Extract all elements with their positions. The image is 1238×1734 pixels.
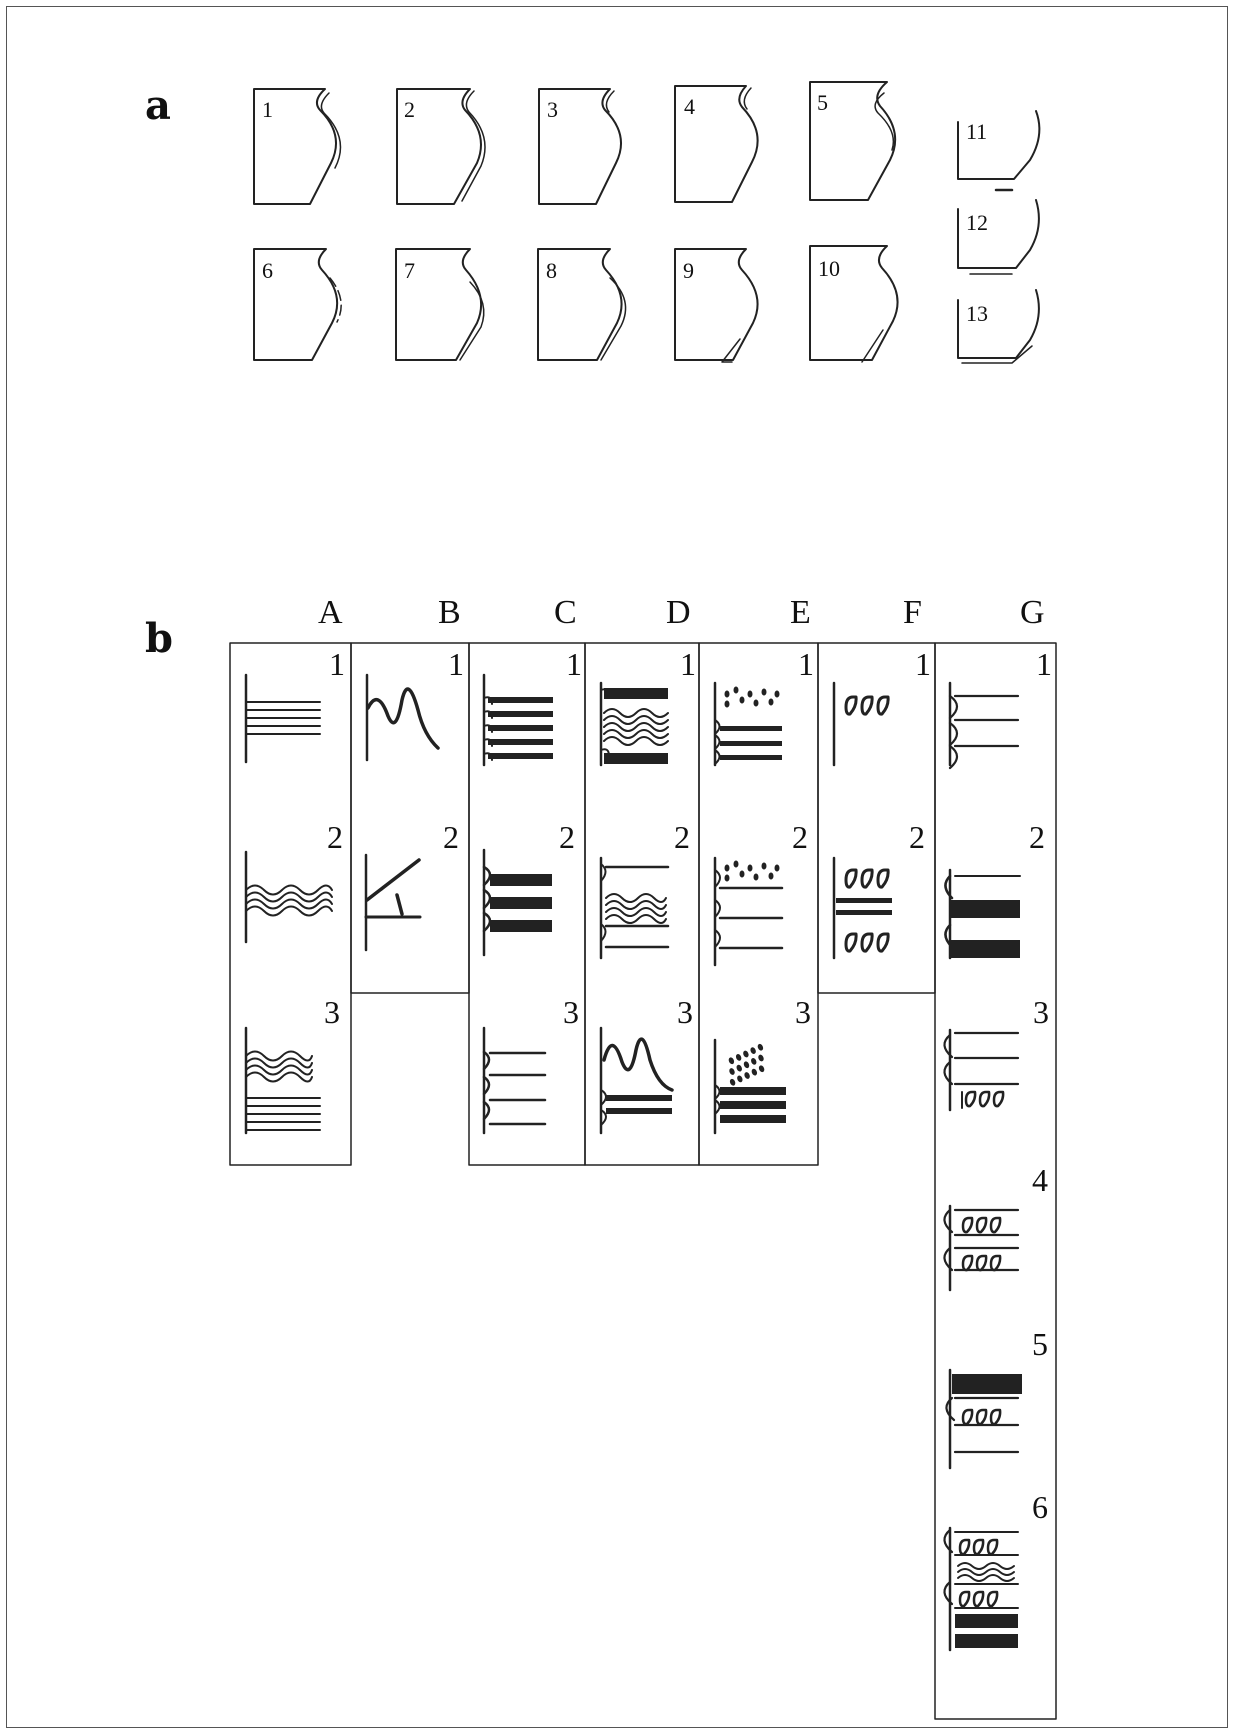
profile-number: 13 [966,301,988,326]
profile-number: 10 [818,256,840,281]
profile-number: 4 [684,94,695,119]
column-label-C: C [554,594,577,631]
column-label-A: A [318,594,343,631]
profile-number: 1 [262,97,273,122]
motif-E3 [713,1038,786,1135]
vessel-profile-6: 6 [253,248,342,361]
profile-number: 8 [546,258,557,283]
cell-number-G2: 2 [1029,819,1045,855]
vessel-profile-7: 7 [395,248,485,361]
motif-B1 [365,673,440,762]
column-label-E: E [790,594,811,631]
cell-number-E1: 1 [798,646,814,682]
cell-number-E3: 3 [795,994,811,1030]
motif-D1 [599,681,669,767]
motif-G2 [944,868,1021,960]
motif-D2 [599,856,670,960]
cell-number-G4: 4 [1032,1162,1048,1198]
cell-number-C3: 3 [563,994,579,1030]
motif-G3 [943,1028,1020,1112]
column-B-box [350,642,470,994]
cell-number-D3: 3 [677,994,693,1030]
vessel-profile-13: 13 [957,289,1040,364]
motif-B2 [364,853,422,952]
motif-A3 [244,1026,321,1135]
profile-number: 5 [817,90,828,115]
cell-number-A3: 3 [324,994,340,1030]
motif-A2 [244,850,333,944]
motif-F2 [832,856,892,960]
profile-number: 3 [547,97,558,122]
vessel-profile-12: 12 [957,199,1040,275]
vessel-profile-9: 9 [674,248,759,363]
cell-number-E2: 2 [792,819,808,855]
profile-number: 11 [966,119,987,144]
vessel-profile-3: 3 [538,88,623,205]
cell-number-B1: 1 [448,646,464,682]
motif-G5 [945,1368,1022,1470]
profile-number: 12 [966,210,988,235]
motif-C3 [482,1026,547,1135]
vessel-profile-11: 11 [957,110,1041,192]
motif-D3 [599,1026,674,1135]
vessel-profile-2: 2 [396,88,486,205]
table-borders [229,642,1057,1720]
cell-number-B2: 2 [443,819,459,855]
motif-G1 [948,681,1020,770]
motif-F1 [832,681,890,767]
vessel-profile-1: 1 [253,88,342,205]
cell-number-G1: 1 [1036,646,1052,682]
motif-G4 [943,1204,1020,1292]
vessel-profile-8: 8 [537,248,627,361]
profile-number: 7 [404,258,415,283]
column-label-G: G [1020,594,1045,631]
column-label-D: D [666,594,691,631]
motif-G6 [943,1526,1019,1652]
column-label-B: B [438,594,461,631]
column-label-F: F [903,594,922,631]
vessel-profile-10: 10 [809,245,899,363]
panel-a-label: a [145,82,171,129]
cell-number-F1: 1 [915,646,931,682]
cell-number-C2: 2 [559,819,575,855]
cell-number-G5: 5 [1032,1326,1048,1362]
motif-C1 [482,673,553,767]
motif-E2 [713,856,784,967]
cell-number-D1: 1 [680,646,696,682]
column-F-box [817,642,936,994]
vessel-profile-5: 5 [809,81,897,201]
cell-number-A1: 1 [329,646,345,682]
cell-number-C1: 1 [566,646,582,682]
profile-number: 9 [683,258,694,283]
motif-C2 [482,848,552,957]
motif-E1 [713,681,782,767]
cell-number-G3: 3 [1033,994,1049,1030]
vessel-profile-4: 4 [674,85,759,203]
column-G-box [934,642,1057,1720]
cell-number-A2: 2 [327,819,343,855]
panel-b-label: b [145,615,173,662]
cell-number-F2: 2 [909,819,925,855]
profile-number: 2 [404,97,415,122]
cell-number-D2: 2 [674,819,690,855]
cell-number-G6: 6 [1032,1489,1048,1525]
profile-number: 6 [262,258,273,283]
motif-A1 [244,673,321,764]
